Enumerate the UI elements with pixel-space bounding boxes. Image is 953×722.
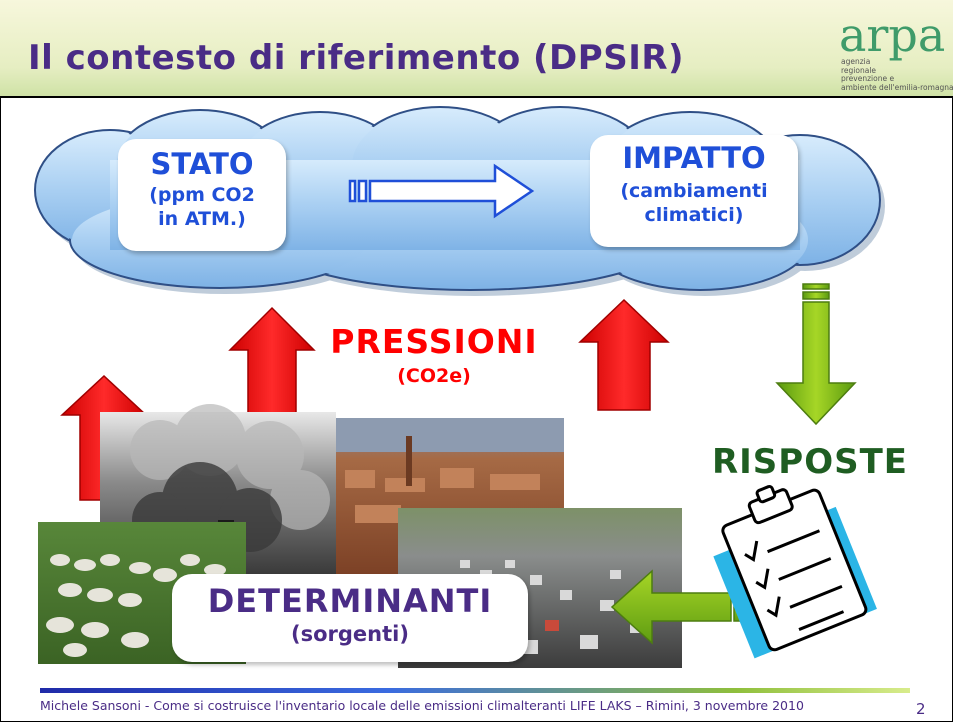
pressioni-label: PRESSIONI (CO2e) [314,322,554,387]
logo-subtitle: agenzia regionale prevenzione e ambiente… [841,57,953,92]
impatto-title: IMPATTO [622,141,766,175]
determinanti-sub: (sorgenti) [291,622,409,646]
impatto-line2: climatici) [644,204,744,226]
footer-divider [40,688,910,693]
stato-box: STATO (ppm CO2 in ATM.) [118,139,286,251]
page-number: 2 [916,700,926,718]
risposte-label: RISPOSTE [711,442,909,482]
footer-text: Michele Sansoni - Come si costruisce l'i… [40,698,804,713]
impact-to-response-arrow [775,283,857,426]
pressioni-sub: (CO2e) [397,365,471,387]
stato-line2: in ATM.) [158,208,246,230]
determinanti-title: DETERMINANTI [207,582,493,620]
impatto-box: IMPATTO (cambiamenti climatici) [590,135,798,247]
stato-line1: (ppm CO2 [149,184,255,206]
determinanti-box: DETERMINANTI (sorgenti) [172,574,528,662]
clipboard-icon [713,484,877,659]
stato-title: STATO [150,147,254,181]
pressioni-title: PRESSIONI [330,322,538,361]
logo-word: arpa [839,8,946,62]
arpa-logo: arpa agenzia regionale prevenzione e amb… [835,8,953,94]
impatto-line1: (cambiamenti [620,180,768,202]
state-to-impact-arrow [348,163,535,219]
title-bar: Il contesto di riferimento (DPSIR) arpa … [0,0,953,98]
slide-title: Il contesto di riferimento (DPSIR) [28,38,685,78]
